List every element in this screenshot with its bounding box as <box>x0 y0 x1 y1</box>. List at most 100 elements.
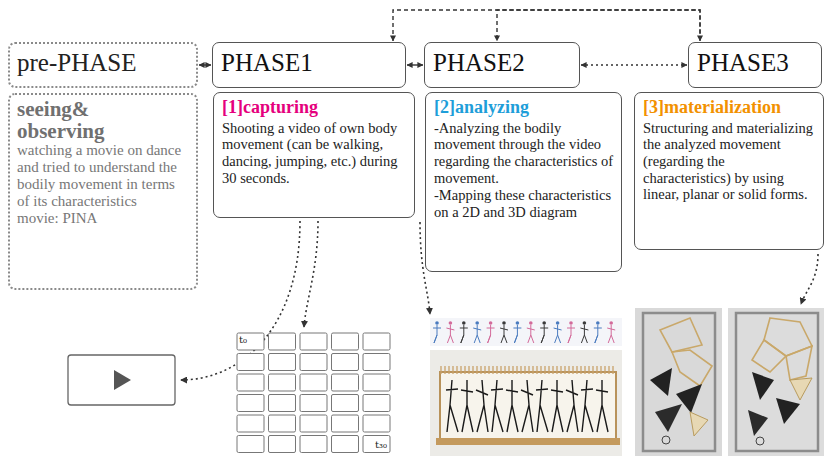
wood-slat <box>600 366 601 374</box>
phase-box: seeing& observingwatching a movie on dan… <box>8 93 198 290</box>
phase-connector <box>199 64 211 65</box>
frame-slats <box>441 366 613 374</box>
wood-slat <box>512 366 513 374</box>
wire-figure <box>566 380 578 432</box>
figure-head <box>609 321 613 325</box>
figure-body <box>500 325 508 343</box>
stick-figure <box>500 321 508 343</box>
wood-slat <box>552 366 553 374</box>
stick-figure <box>567 321 575 343</box>
wood-slat <box>556 366 557 374</box>
stick-figure <box>446 321 454 343</box>
figure-head <box>449 321 453 325</box>
play-symbol <box>114 370 131 390</box>
metal-frame <box>736 313 818 451</box>
sculpture-photo <box>635 308 722 456</box>
wood-slat <box>536 366 537 374</box>
base-ring <box>662 436 670 444</box>
wire-figure <box>506 380 518 432</box>
figure-head <box>542 321 546 325</box>
stick-figure <box>554 321 562 343</box>
wood-slat <box>596 366 597 374</box>
stick-figure <box>460 321 468 343</box>
phase-connector <box>407 64 423 65</box>
step-text: movie: PINA <box>17 210 189 227</box>
base-ring <box>756 437 764 445</box>
figure-body <box>607 325 615 343</box>
frame-cell <box>332 333 359 350</box>
frame-cell <box>363 354 390 371</box>
step-text: watching a movie on dance and tried to u… <box>17 142 189 210</box>
figure-body <box>540 325 548 343</box>
phase-title: PHASE2 <box>433 47 571 80</box>
wood-slat <box>452 366 453 374</box>
wood-slat <box>516 366 517 374</box>
frame-cell <box>269 333 296 350</box>
stick-figure <box>487 321 495 343</box>
wire-figure <box>476 380 488 432</box>
frame-cell <box>363 374 390 391</box>
frame-label: t₀ <box>239 335 247 345</box>
figure-strip <box>433 321 615 343</box>
wood-slat <box>532 366 533 374</box>
model-photo <box>430 350 622 456</box>
metal-frame <box>643 313 715 451</box>
figure-body <box>473 325 481 343</box>
stick-figure <box>433 321 441 343</box>
figure-head <box>462 321 466 325</box>
wire-figure <box>521 380 533 432</box>
figure-head <box>435 321 439 325</box>
frame-cell <box>269 436 296 453</box>
solid-form <box>748 410 768 436</box>
wire-figure <box>596 380 608 432</box>
wood-slat <box>580 366 581 374</box>
frame-cell <box>300 395 327 412</box>
figure-body <box>580 325 588 343</box>
figure-body <box>527 325 535 343</box>
phase-header: pre-PHASE <box>8 42 198 88</box>
stick-figure <box>580 321 588 343</box>
wood-slat <box>488 366 489 374</box>
model-figures <box>446 380 608 432</box>
solid-form <box>655 404 682 432</box>
phase-connector <box>393 10 700 41</box>
wood-slat <box>476 366 477 374</box>
wood-slat <box>612 366 613 374</box>
solid-form <box>776 398 800 424</box>
frame-cell <box>300 436 327 453</box>
stick-figure <box>513 321 521 343</box>
wood-slat <box>440 366 441 374</box>
step-title: [2]analyzing <box>434 96 614 119</box>
wood-slat <box>472 366 473 374</box>
figure-head <box>516 321 520 325</box>
stick-figure <box>473 321 481 343</box>
step-text: -Mapping these characteristics on a 2D a… <box>434 187 614 220</box>
figure-body <box>433 325 441 343</box>
figure-body <box>446 325 454 343</box>
stick-figure <box>527 321 535 343</box>
leader-line <box>801 254 818 304</box>
wood-slat <box>524 366 525 374</box>
frame-label: t₃₀ <box>375 440 387 450</box>
wire-figure <box>536 380 548 432</box>
wood-slat <box>468 366 469 374</box>
wood-slat <box>540 366 541 374</box>
wood-slat <box>484 366 485 374</box>
wood-slat <box>604 366 605 374</box>
frame-cell <box>237 333 264 350</box>
wood-slat <box>460 366 461 374</box>
wire-form <box>660 318 702 352</box>
frame-grid <box>237 333 390 453</box>
wood-slat <box>588 366 589 374</box>
frame-cell <box>237 436 264 453</box>
phase-connector <box>497 10 700 41</box>
phase-box: [3]materializationStructuring and materi… <box>634 92 824 250</box>
video-frame <box>68 355 175 405</box>
wood-slat <box>444 366 445 374</box>
frame-cell <box>363 333 390 350</box>
wood-slat <box>584 366 585 374</box>
wire-form <box>764 318 812 356</box>
wood-slat <box>520 366 521 374</box>
solid-form <box>650 368 672 396</box>
wood-slat <box>504 366 505 374</box>
